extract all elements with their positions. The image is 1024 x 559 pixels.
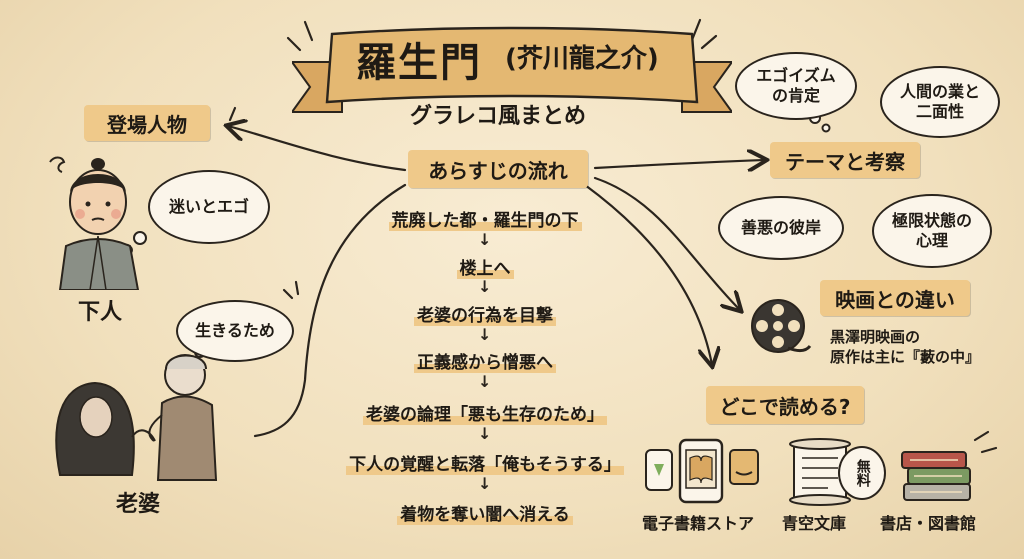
roba-label: 老婆 (116, 492, 161, 517)
library-label: 書店・図書館 (880, 514, 977, 533)
aozora-label: 青空文庫 (782, 514, 847, 533)
flow-step-3: 老婆の行為を目撃 (330, 301, 640, 326)
film-reel-icon (751, 299, 812, 353)
book-stack-icon (901, 451, 971, 501)
flow-step-2: 楼上へ (330, 254, 640, 279)
subtitle: グラレコ風まとめ (410, 104, 587, 129)
flow-arrow-down-icon: ↓ (478, 230, 492, 249)
film-line-1: 黒澤明映画の (830, 328, 921, 346)
theme-cloud-egoism: エゴイズムの肯定 (735, 52, 857, 120)
film-line-2: 原作は主に『藪の中』 (830, 348, 981, 366)
characters-heading: 登場人物 (84, 105, 210, 141)
flow-step-4: 正義感から憎悪へ (330, 348, 640, 373)
theme-cloud-duality: 人間の業と二面性 (880, 66, 1000, 138)
flow-step-7: 着物を奪い闇へ消える (330, 500, 640, 525)
flow-arrow-down-icon: ↓ (478, 474, 492, 493)
theme-cloud-beyond-good-evil: 善悪の彼岸 (718, 196, 844, 260)
center-node: あらすじの流れ (408, 150, 588, 188)
title-ribbon (292, 26, 732, 113)
where-heading: どこで読める? (706, 386, 864, 424)
film-heading: 映画との違い (820, 280, 970, 316)
free-badge: 無料 (838, 446, 886, 500)
ebook-store-icon (645, 438, 759, 504)
genin-label: 下人 (78, 300, 123, 325)
themes-heading: テーマと考察 (770, 142, 920, 178)
genin-illustration (49, 156, 140, 290)
flow-arrow-down-icon: ↓ (478, 277, 492, 296)
flow-arrow-down-icon: ↓ (478, 325, 492, 344)
author: (芥川龍之介) (505, 44, 659, 74)
flow-arrow-down-icon: ↓ (478, 424, 492, 443)
flow-arrow-down-icon: ↓ (478, 372, 492, 391)
roba-illustration (55, 354, 218, 481)
flow-step-6: 下人の覚醒と転落「俺もそうする」 (330, 450, 640, 475)
genin-thought-cloud: 迷いとエゴ (148, 170, 270, 244)
ebook-store-label: 電子書籍ストア (642, 514, 755, 533)
flow-step-1: 荒廃した都・羅生門の下 (330, 206, 640, 231)
title: 羅生門 (356, 40, 482, 86)
roba-thought-cloud: 生きるため (176, 300, 294, 362)
aozora-scroll-icon (789, 438, 851, 506)
theme-cloud-extreme-psychology: 極限状態の心理 (872, 194, 992, 268)
flow-step-5: 老婆の論理「悪も生存のため」 (330, 400, 640, 425)
